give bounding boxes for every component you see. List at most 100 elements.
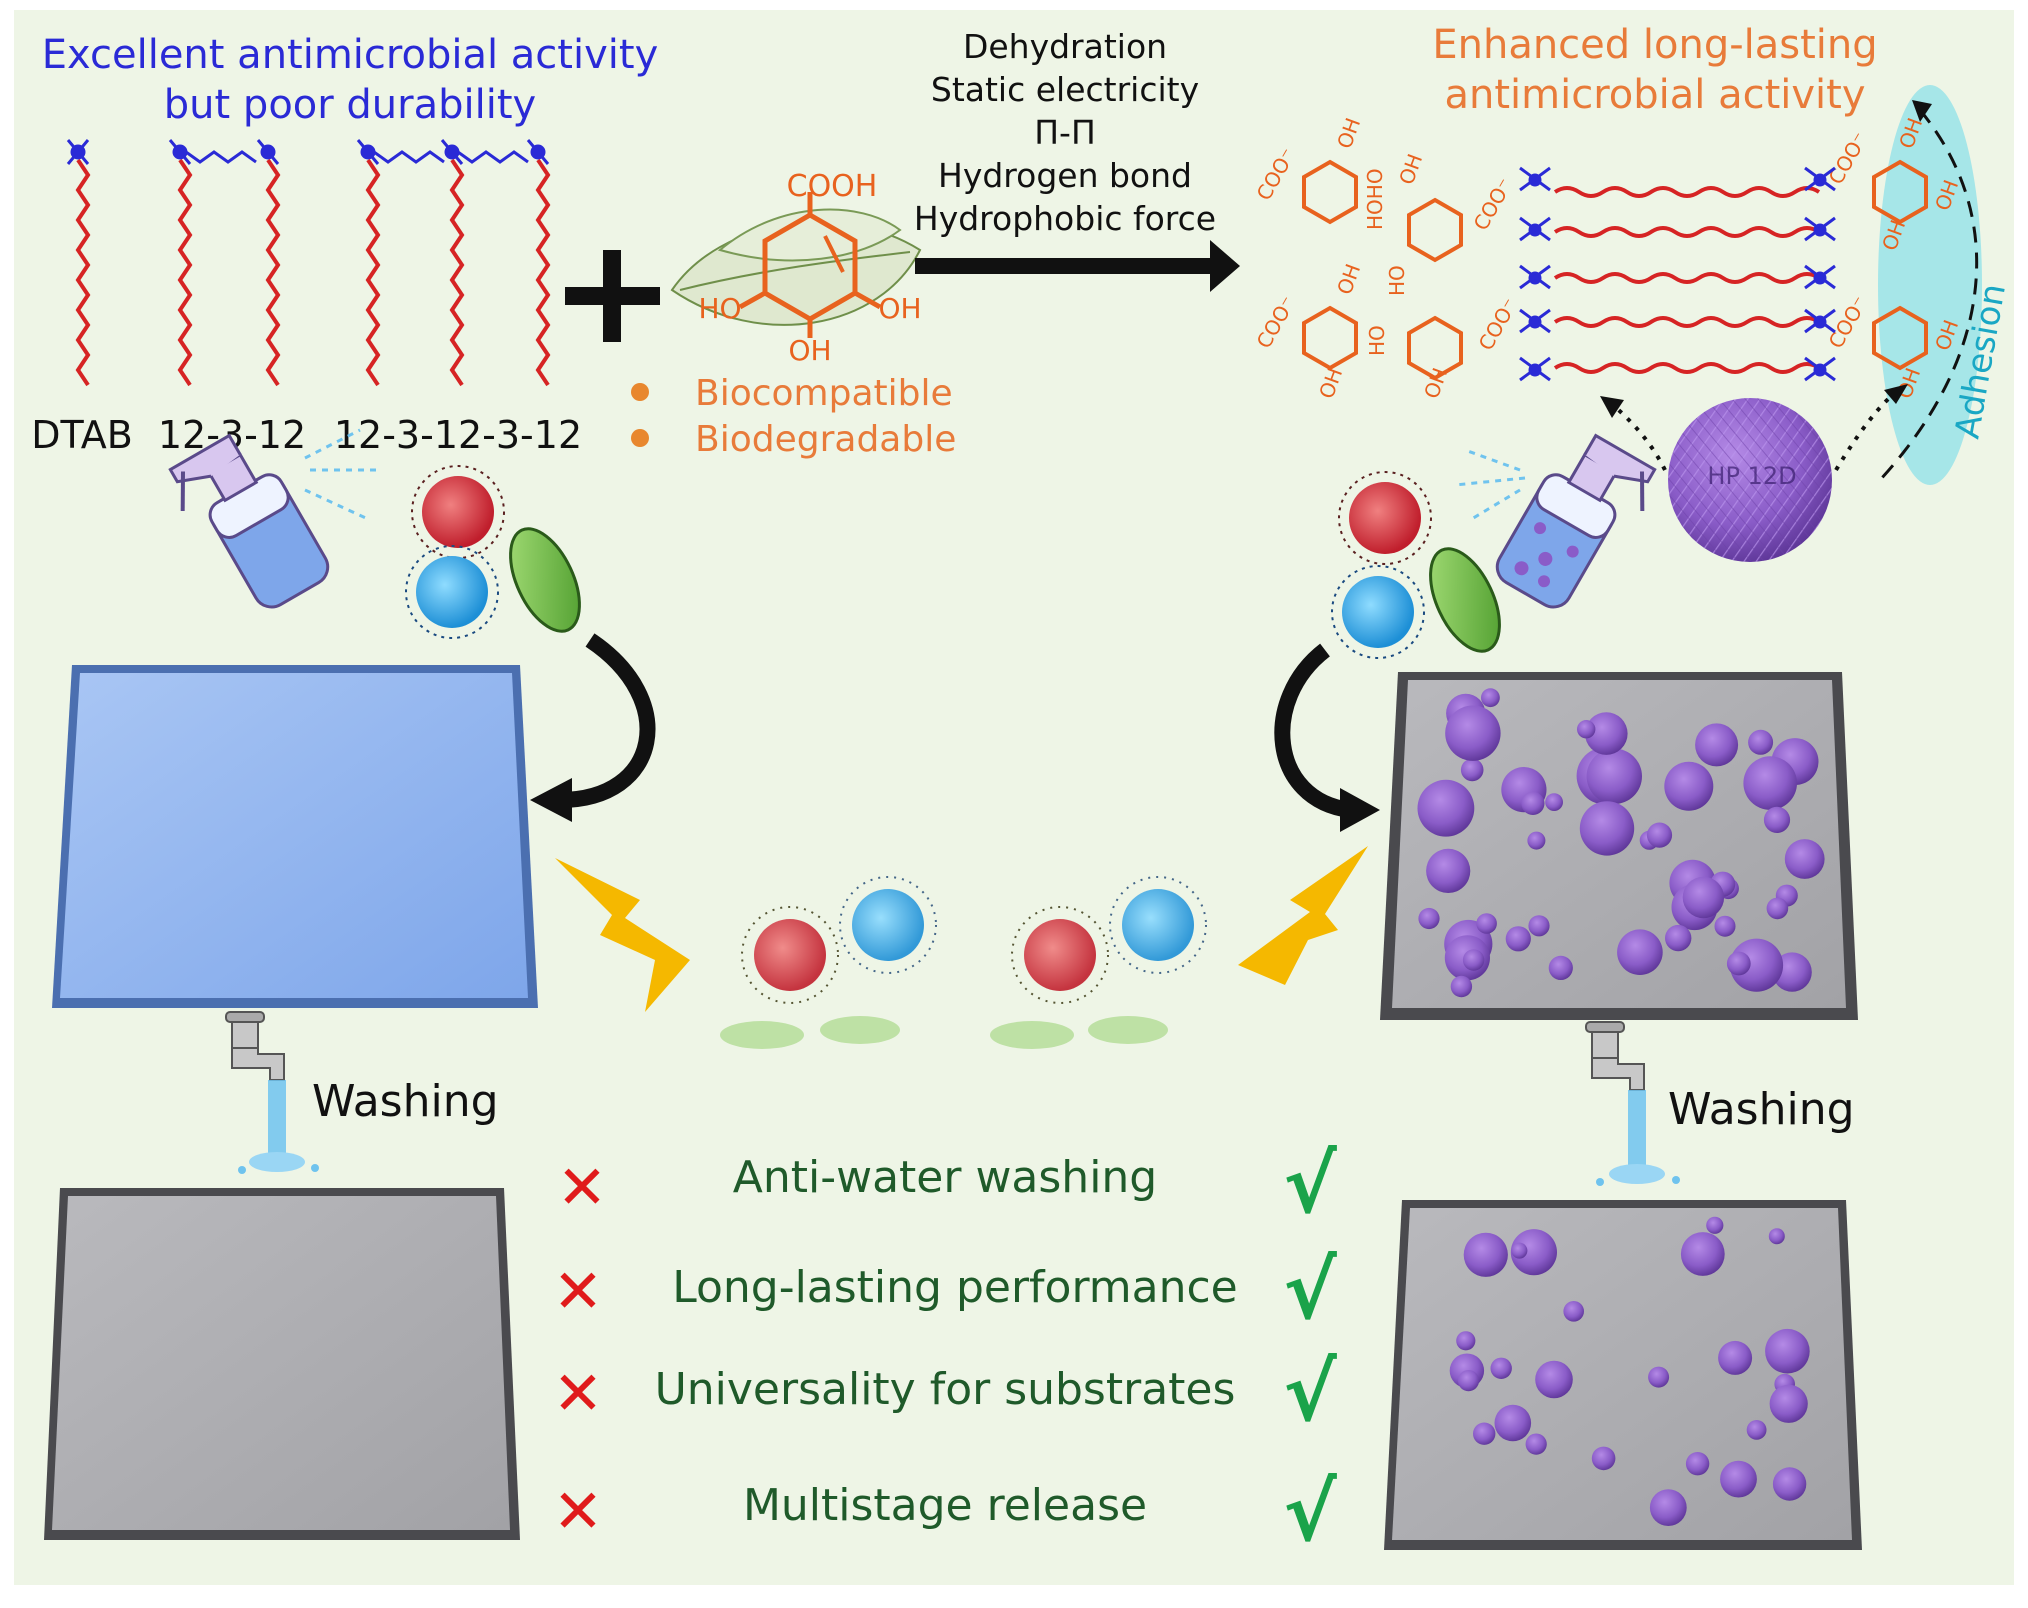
assembled-chains	[1553, 186, 1821, 374]
washed-particles	[1449, 1216, 1810, 1526]
nanoparticle	[1462, 949, 1485, 971]
panel-untreated-blue	[52, 665, 538, 1008]
nanoparticle	[1585, 712, 1628, 755]
nanoparticle	[1494, 1404, 1532, 1442]
nanoparticle	[1473, 1422, 1496, 1445]
headgroups	[66, 139, 550, 165]
gallic-acid-structure	[738, 192, 882, 338]
nanoparticle	[1510, 1229, 1557, 1276]
trimeric-chain-1	[365, 158, 381, 387]
nanoparticle	[1646, 822, 1673, 848]
comparison-label: Universality for substrates	[655, 1364, 1236, 1415]
washing-label-right: Washing	[1668, 1084, 1855, 1135]
nanoparticle	[1664, 761, 1714, 811]
adhesion-arc	[1878, 109, 1979, 482]
dtab-chain	[75, 158, 91, 387]
plus-icon	[565, 250, 660, 342]
check-mark: √	[1283, 1138, 1337, 1231]
label-dtab: DTAB	[31, 413, 133, 457]
check-mark: √	[1283, 1346, 1337, 1439]
bullet-biocompatible	[631, 383, 649, 401]
nanoparticle	[1665, 924, 1692, 952]
gallic-ho-label: HO	[698, 292, 741, 325]
nanoparticle	[1685, 1452, 1710, 1476]
left-title-line1: Excellent antimicrobial activity	[42, 32, 658, 78]
nanoparticle	[1457, 1370, 1480, 1392]
nanoparticle	[1463, 1232, 1508, 1277]
nanoparticle	[1579, 801, 1635, 856]
nanoparticle	[1505, 926, 1531, 952]
force-hydrophobic: Hydrophobic force	[914, 199, 1216, 238]
nanoparticle	[1763, 806, 1791, 834]
coated-particles	[1417, 688, 1825, 998]
nanoparticle	[1695, 723, 1739, 767]
nanoparticle	[1682, 876, 1725, 919]
faucet-icon	[225, 1011, 319, 1174]
nanoparticle	[1649, 1489, 1687, 1526]
surfactant-structures	[75, 158, 551, 387]
reaction-arrow	[915, 240, 1240, 292]
nanoparticle	[1450, 975, 1473, 998]
right-title-line1: Enhanced long-lasting	[1432, 22, 1877, 68]
nanoparticle	[1481, 688, 1500, 708]
check-mark: √	[1283, 1244, 1337, 1337]
gemini-chain-2	[265, 158, 281, 387]
comparison-row: ✕ Multistage release √	[553, 1466, 1337, 1559]
left-title-line2: but poor durability	[164, 82, 536, 128]
gallic-oh-right-label: OH	[878, 292, 921, 325]
nanoparticle	[1476, 913, 1497, 934]
cross-mark: ✕	[557, 1153, 607, 1223]
force-hydrogen-bond: Hydrogen bond	[938, 156, 1192, 195]
nanoparticle	[1426, 848, 1471, 894]
nanoparticle	[1743, 756, 1797, 810]
nanoparticle	[1729, 938, 1784, 992]
spray-bottle-icon	[168, 428, 380, 609]
trimeric-chain-2	[449, 158, 465, 387]
lightning-bolt-icon	[555, 858, 690, 1012]
nanoparticle	[1769, 1384, 1808, 1423]
nanoparticle	[1586, 748, 1643, 804]
washing-label-left: Washing	[312, 1076, 499, 1127]
nanoparticle	[1766, 897, 1789, 920]
property-biocompatible: Biocompatible	[695, 373, 953, 414]
comparison-label: Multistage release	[743, 1480, 1147, 1531]
comparison-label: Long-lasting performance	[672, 1262, 1238, 1313]
nanoparticle	[1784, 839, 1825, 879]
force-dehydration: Dehydration	[963, 27, 1167, 66]
nanoparticle	[1772, 1467, 1807, 1501]
nanoparticle	[1648, 1366, 1670, 1388]
curved-arrow-right	[1274, 643, 1380, 832]
nanoparticle	[1706, 1216, 1724, 1234]
bacteria-icon	[405, 465, 581, 639]
nanoparticle	[1768, 1228, 1785, 1245]
panel-washed-coated	[1384, 1200, 1862, 1550]
lightning-bolt-icon-right	[1238, 846, 1368, 985]
bacteria-icon-right	[1331, 471, 1501, 659]
nanoparticle	[1521, 791, 1545, 816]
nanoparticle	[1563, 1301, 1584, 1322]
dead-bacteria-group	[720, 876, 1207, 1049]
dotted-arrow-right	[1834, 390, 1898, 472]
trimeric-chain-3	[535, 158, 551, 387]
nanoparticle	[1726, 951, 1751, 976]
cross-mark: ✕	[553, 1257, 603, 1327]
curved-arrow-left	[530, 633, 656, 822]
particle-label: HP 12D	[1707, 462, 1796, 490]
label-trimeric: 12-3-12-3-12	[334, 413, 582, 457]
svg-text:HOHO: HOHO	[1363, 168, 1387, 230]
nanoparticle	[1417, 779, 1475, 837]
gemini-chain-1	[177, 158, 193, 387]
nanoparticle-large: HP 12D	[1668, 398, 1832, 562]
comparison-row: ✕ Anti-water washing √	[557, 1138, 1337, 1231]
nanoparticle	[1456, 1331, 1476, 1351]
comparison-row: ✕ Universality for substrates √	[553, 1346, 1337, 1439]
nanoparticle	[1617, 929, 1663, 975]
cross-mark: ✕	[553, 1477, 603, 1547]
comparison-label: Anti-water washing	[733, 1152, 1158, 1203]
nanoparticle	[1460, 758, 1484, 782]
cross-mark: ✕	[553, 1359, 603, 1429]
nanoparticle	[1718, 1340, 1753, 1375]
svg-text:HO: HO	[1365, 325, 1389, 356]
comparison-row: ✕ Long-lasting performance √	[553, 1244, 1337, 1337]
gallic-cooh-label: COOH	[787, 169, 878, 204]
